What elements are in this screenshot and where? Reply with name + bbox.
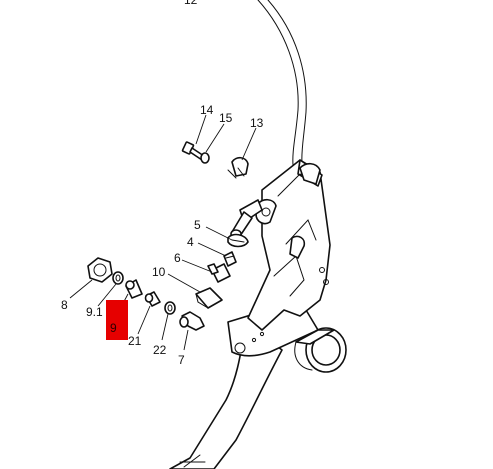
callout-14[interactable]: 14 bbox=[200, 103, 214, 117]
elbow-part-7[interactable] bbox=[179, 311, 205, 331]
callout-10[interactable]: 10 bbox=[152, 265, 166, 279]
spacer-part-21[interactable] bbox=[144, 291, 161, 307]
callout-21[interactable]: 21 bbox=[128, 334, 142, 348]
bushing-part-9[interactable] bbox=[125, 279, 143, 299]
hose-part-12[interactable] bbox=[257, 0, 307, 166]
washer-part-22[interactable] bbox=[164, 301, 176, 315]
callout-12[interactable]: 12 bbox=[184, 0, 198, 7]
callout-6[interactable]: 6 bbox=[174, 251, 181, 265]
callout-13[interactable]: 13 bbox=[250, 116, 264, 130]
callout-15[interactable]: 15 bbox=[219, 111, 233, 125]
fitting-part-4[interactable] bbox=[223, 251, 237, 267]
highlight-box bbox=[106, 300, 128, 340]
clamp-part-13[interactable] bbox=[227, 156, 249, 179]
bushing-ring[interactable] bbox=[294, 327, 347, 373]
callout-5[interactable]: 5 bbox=[194, 218, 201, 232]
nut-part-8[interactable] bbox=[87, 257, 113, 283]
callout-9-1[interactable]: 9.1 bbox=[86, 305, 103, 319]
nozzle-part-6[interactable] bbox=[207, 263, 231, 283]
callout-4[interactable]: 4 bbox=[187, 235, 194, 249]
callout-22[interactable]: 22 bbox=[153, 343, 167, 357]
callout-9[interactable]: 9 bbox=[110, 321, 117, 335]
washer-part-9-1[interactable] bbox=[112, 271, 124, 285]
callout-8[interactable]: 8 bbox=[61, 298, 68, 312]
block-part-10[interactable] bbox=[195, 287, 223, 309]
clip-part-5[interactable] bbox=[227, 233, 249, 248]
washer-part-15[interactable] bbox=[200, 152, 210, 164]
bracket-housing[interactable] bbox=[247, 159, 331, 331]
callout-7[interactable]: 7 bbox=[178, 353, 185, 367]
callout-labels: 12 14 15 13 5 4 6 10 8 9.1 9 21 22 7 bbox=[61, 0, 264, 367]
